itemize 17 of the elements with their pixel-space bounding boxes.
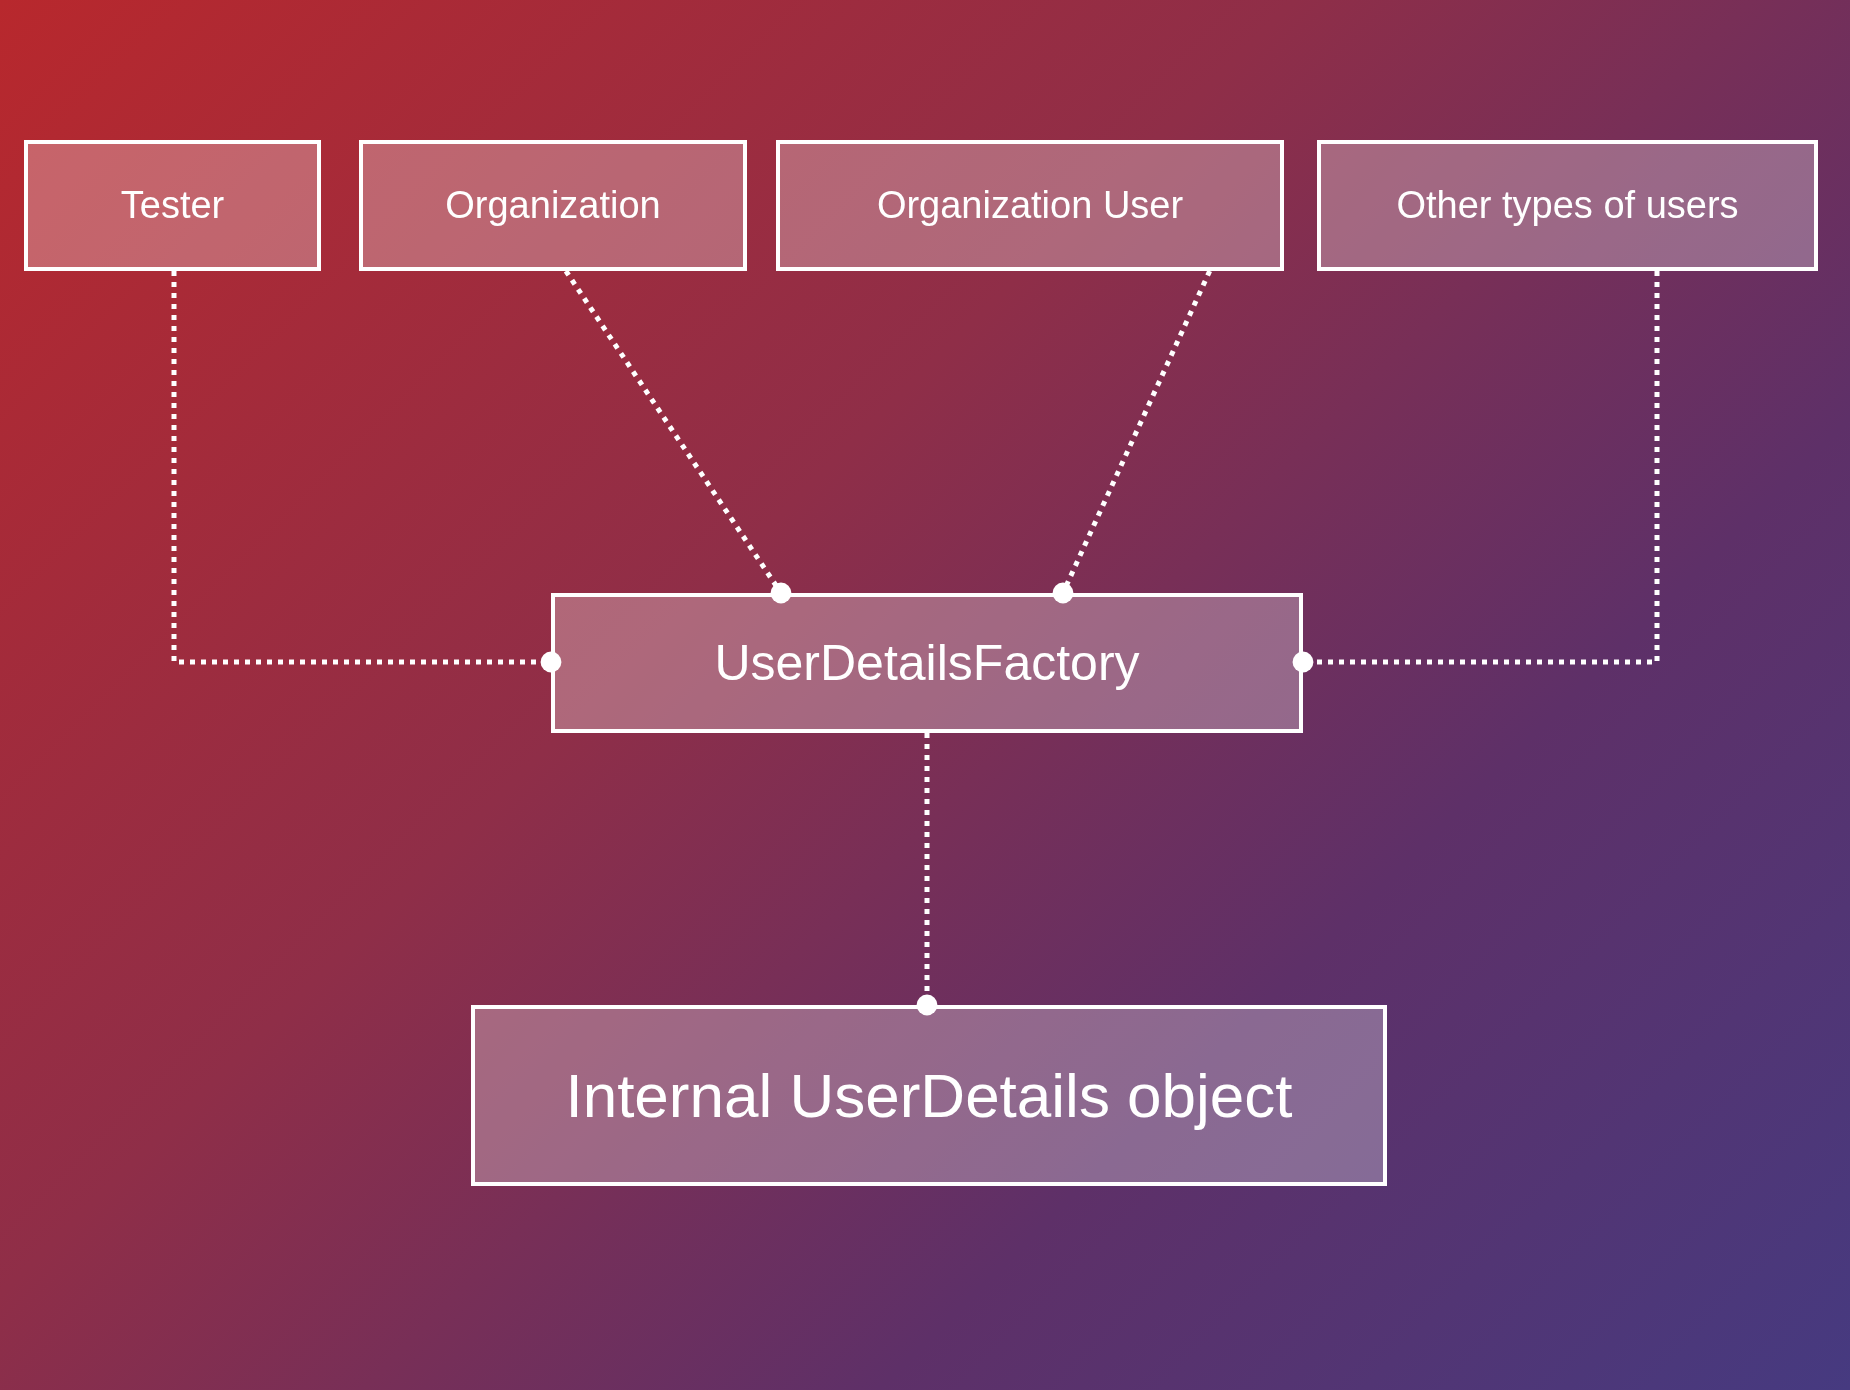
box-label: Organization User [876, 184, 1184, 227]
box-label: UserDetailsFactory [714, 634, 1140, 692]
box-label: Other types of users [1396, 184, 1739, 227]
dotted-connector [1292, 271, 1660, 673]
box-label: Organization [445, 184, 661, 227]
process-box [359, 140, 747, 271]
box-label: Tester [120, 184, 225, 227]
dotted-connector [171, 271, 562, 673]
dotted-connector [1052, 269, 1212, 604]
process-box [776, 140, 1284, 271]
dotted-connector [916, 733, 938, 1016]
dotted-connector [563, 269, 792, 604]
box-label: Internal UserDetails object [565, 1060, 1293, 1131]
process-box [1317, 140, 1818, 271]
process-box [551, 593, 1303, 733]
process-box [471, 1005, 1387, 1186]
process-box [24, 140, 321, 271]
